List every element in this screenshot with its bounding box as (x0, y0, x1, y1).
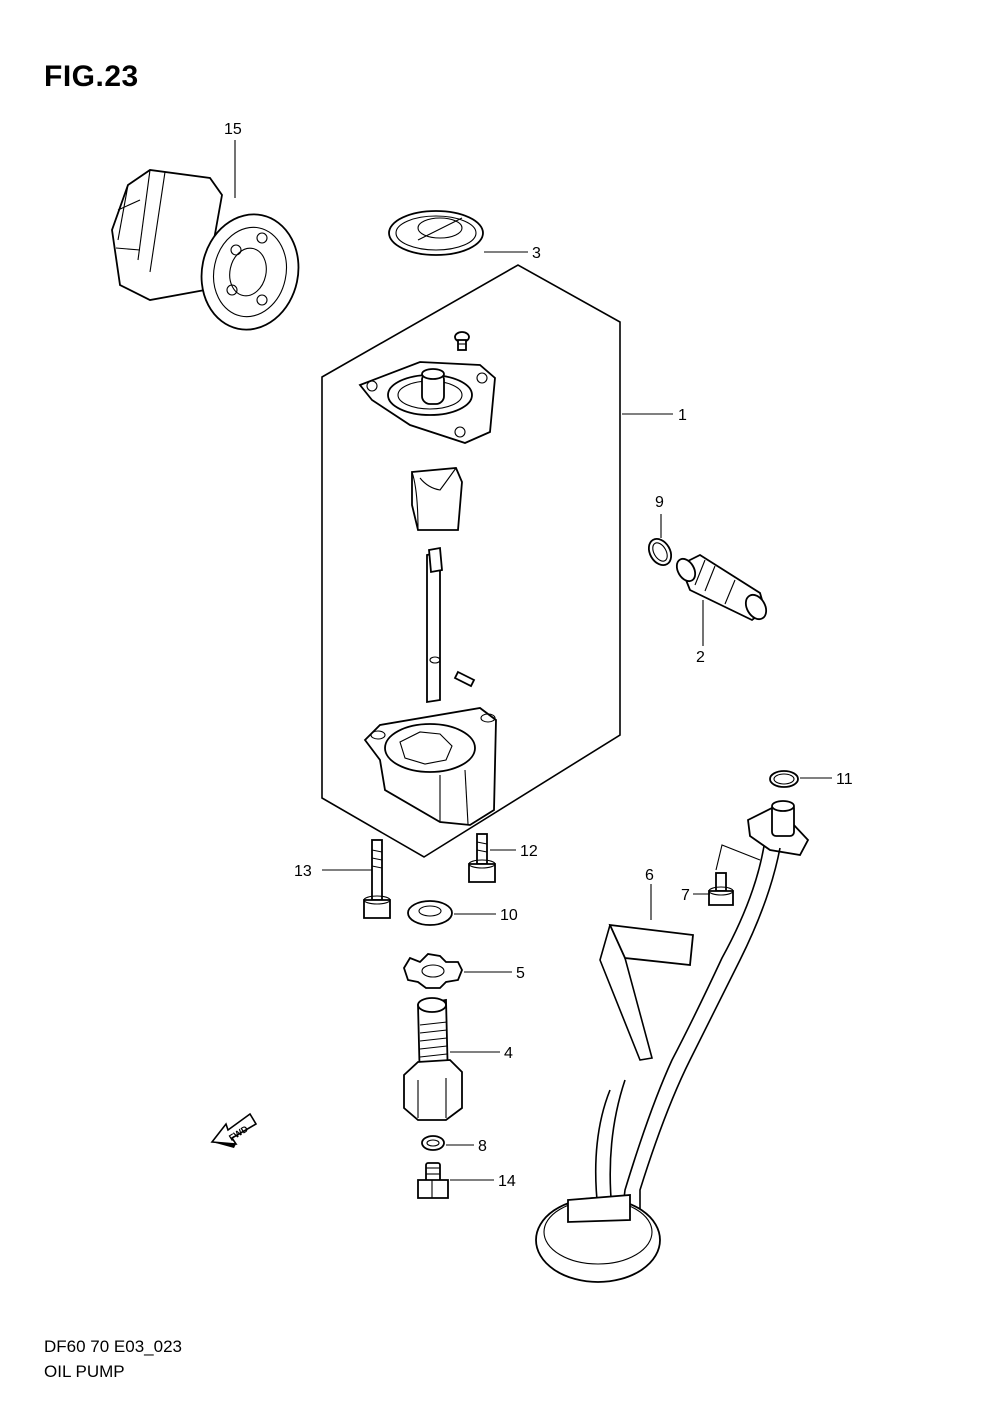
pump-cover (358, 361, 496, 444)
figure-title: FIG.23 (44, 60, 139, 93)
forward-direction-arrow: FWD (210, 1112, 258, 1148)
oil-filter-part (111, 169, 300, 331)
pump-cover-screw (454, 331, 470, 351)
callout-1: 1 (678, 407, 687, 424)
callout-9: 9 (655, 494, 664, 511)
lock-washer-5 (403, 953, 463, 989)
o-ring-11-inner (773, 773, 795, 785)
callout-3: 3 (532, 245, 541, 262)
pump-shaft (426, 546, 476, 704)
bolt-14 (417, 1162, 449, 1199)
figure-name-caption: OIL PUMP (44, 1362, 125, 1381)
callout-15: 15 (224, 121, 242, 138)
washer-8 (421, 1135, 445, 1151)
model-code-caption: DF60 70 E03_023 (44, 1337, 182, 1356)
bolt-12 (468, 833, 496, 883)
callout-5: 5 (516, 965, 525, 982)
callout-2: 2 (696, 649, 705, 666)
o-ring-9 (647, 537, 673, 567)
inner-rotor (411, 467, 463, 531)
relief-valve-2 (675, 553, 768, 622)
callout-13: 13 (294, 863, 312, 880)
callout-10: 10 (500, 907, 518, 924)
callout-7: 7 (681, 887, 690, 904)
callout-4: 4 (504, 1045, 513, 1062)
callout-14: 14 (498, 1173, 516, 1190)
gasket-part (388, 210, 484, 256)
callout-11: 11 (836, 771, 853, 788)
callout-12: 12 (520, 843, 538, 860)
callout-6: 6 (645, 867, 654, 884)
oil-pump-assembly-outline (321, 264, 621, 858)
bolt-7 (708, 872, 734, 906)
drain-plug-4 (403, 997, 463, 1121)
oil-strainer-6 (535, 800, 810, 1283)
pump-housing (363, 707, 497, 826)
callout-8: 8 (478, 1138, 487, 1155)
bolt-13 (363, 839, 391, 919)
washer-10 (407, 900, 453, 926)
